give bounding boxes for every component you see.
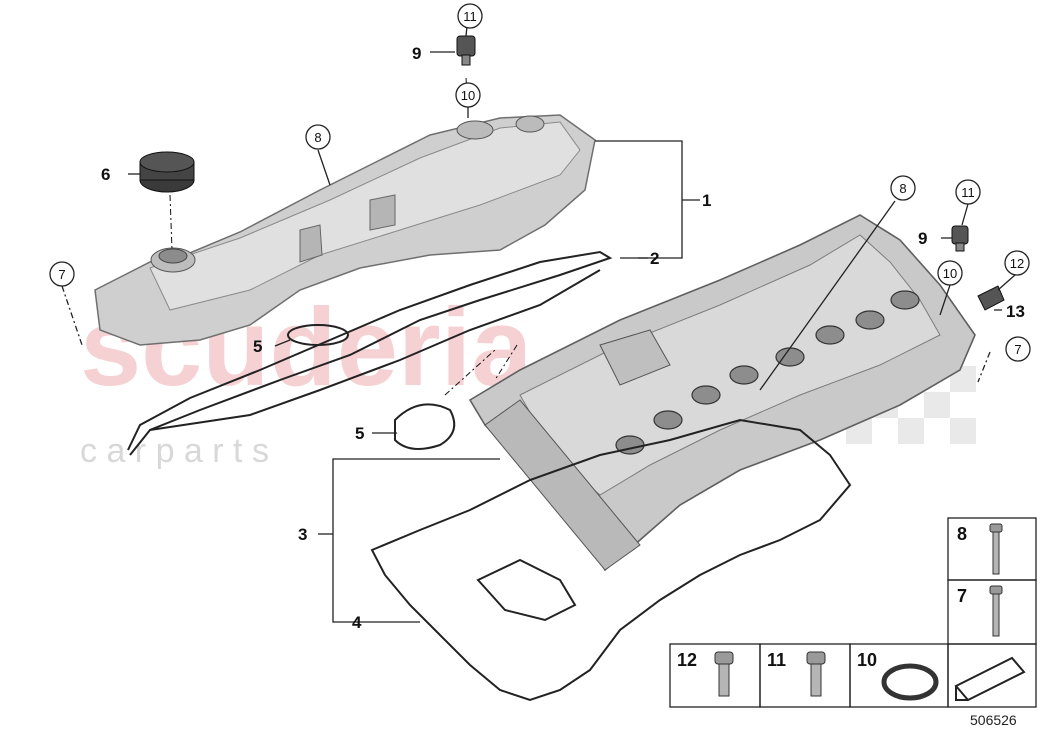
view-direction-arrow-icon <box>954 656 1026 702</box>
callout-10-top: 10 <box>461 88 475 103</box>
callout-7-right: 7 <box>1014 342 1021 357</box>
legend-label-11: 11 <box>767 650 786 670</box>
callout-8-upper: 8 <box>314 130 321 145</box>
bolt-11-icon <box>806 651 826 697</box>
sealing-ring-upper <box>287 324 349 346</box>
callout-12: 12 <box>1010 256 1024 271</box>
bolt-12-icon <box>714 651 734 697</box>
callout-8-lower: 8 <box>899 181 906 196</box>
legend-label-7: 7 <box>957 586 967 606</box>
circled-callout-labels: 11 10 8 7 8 11 10 12 7 <box>58 9 1024 357</box>
callout-10-right: 10 <box>943 266 957 281</box>
bolt-8-icon <box>989 523 1003 575</box>
callout-4: 4 <box>352 613 362 632</box>
parts-legend: 8 7 12 11 10 <box>669 517 1037 708</box>
spark-plug-wells <box>615 290 920 455</box>
number-callouts: 6 1 2 5 5 3 4 9 9 13 <box>101 44 1025 632</box>
oil-filler-cap <box>139 151 195 251</box>
callout-5-lower: 5 <box>355 424 364 443</box>
callout-9-top: 9 <box>412 44 421 63</box>
circled-callouts <box>49 3 1031 362</box>
leader-lines <box>61 25 1016 623</box>
callout-13: 13 <box>1006 302 1025 321</box>
cylinder-head-cover-lower <box>444 214 976 572</box>
o-ring-10-icon <box>881 663 939 701</box>
callout-3: 3 <box>298 525 307 544</box>
reference-number: 506526 <box>970 712 1017 728</box>
callout-11-top: 11 <box>463 9 477 24</box>
callout-9-right: 9 <box>918 229 927 248</box>
cylinder-head-cover-upper <box>94 114 596 346</box>
legend-label-12: 12 <box>677 650 697 670</box>
bolt-7-icon <box>989 585 1003 637</box>
callout-7-left: 7 <box>58 267 65 282</box>
sealing-ring-lower <box>394 403 456 450</box>
callout-2: 2 <box>650 249 659 268</box>
sensor-13 <box>977 285 1005 311</box>
callout-11-right: 11 <box>961 185 975 200</box>
gasket-upper <box>127 250 613 456</box>
watermark-subtext: c a r p a r t s <box>80 432 269 470</box>
legend-label-10: 10 <box>857 650 877 670</box>
legend-label-8: 8 <box>957 524 967 544</box>
gasket-lower <box>370 418 852 702</box>
camshaft-sensor-right <box>951 225 969 252</box>
callout-6: 6 <box>101 165 110 184</box>
callout-5-upper: 5 <box>253 337 262 356</box>
callout-1: 1 <box>702 191 711 210</box>
